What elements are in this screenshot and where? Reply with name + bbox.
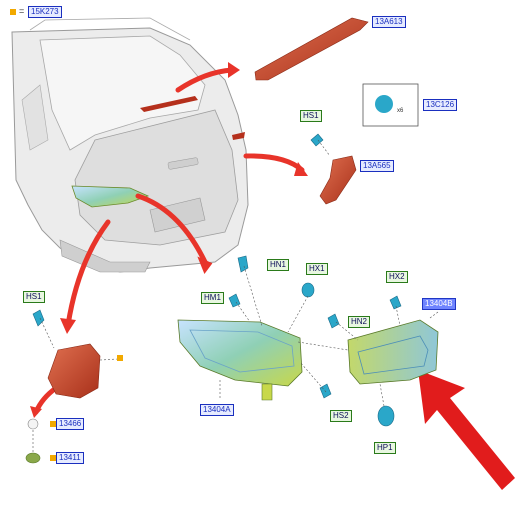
label-hp1[interactable]: HP1 bbox=[374, 442, 396, 454]
outer-lamp-part bbox=[177, 319, 303, 401]
clip-pack-box bbox=[362, 83, 419, 127]
fog-lamp-part bbox=[47, 343, 101, 399]
fog-lamp-swatch bbox=[50, 421, 56, 427]
label-inner-lamp[interactable]: 13404B bbox=[422, 298, 456, 310]
top-brake-light-part bbox=[254, 17, 369, 81]
fasteners bbox=[32, 133, 402, 427]
label-reflector[interactable]: 13A565 bbox=[360, 160, 394, 172]
leader-lines bbox=[39, 139, 439, 407]
label-outer-lamp[interactable]: 13404A bbox=[200, 404, 234, 416]
label-hx2[interactable]: HX2 bbox=[386, 271, 408, 283]
legend-swatch bbox=[10, 9, 16, 15]
label-hs1-upper[interactable]: HS1 bbox=[300, 110, 322, 122]
reflector-part bbox=[319, 155, 357, 205]
label-hx1[interactable]: HX1 bbox=[306, 263, 328, 275]
inner-lamp-part bbox=[347, 319, 439, 385]
label-hm1[interactable]: HM1 bbox=[201, 292, 224, 304]
socket-part bbox=[25, 452, 41, 464]
label-hn2[interactable]: HN2 bbox=[348, 316, 371, 328]
label-clip-pack[interactable]: 13C126 bbox=[423, 99, 458, 111]
label-socket[interactable]: 13411 bbox=[56, 452, 84, 464]
socket-swatch bbox=[50, 455, 56, 461]
label-hs2[interactable]: HS2 bbox=[330, 410, 352, 422]
fog-lamp-marker bbox=[117, 355, 123, 361]
legend-code[interactable]: 15K273 bbox=[28, 6, 62, 18]
clip-pack-icon bbox=[375, 95, 393, 113]
clip-quantity: x6 bbox=[397, 108, 404, 114]
legend-equals: = bbox=[19, 6, 25, 16]
arrow-heads bbox=[30, 62, 308, 418]
car-illustration bbox=[11, 17, 249, 273]
label-top-brake-light[interactable]: 13A613 bbox=[372, 16, 406, 28]
label-hs1-left[interactable]: HS1 bbox=[23, 291, 45, 303]
highlight-arrow bbox=[418, 370, 515, 490]
label-hn1[interactable]: HN1 bbox=[267, 259, 290, 271]
label-fog-lamp[interactable]: 13466 bbox=[56, 418, 85, 430]
bulb-part bbox=[27, 418, 39, 430]
